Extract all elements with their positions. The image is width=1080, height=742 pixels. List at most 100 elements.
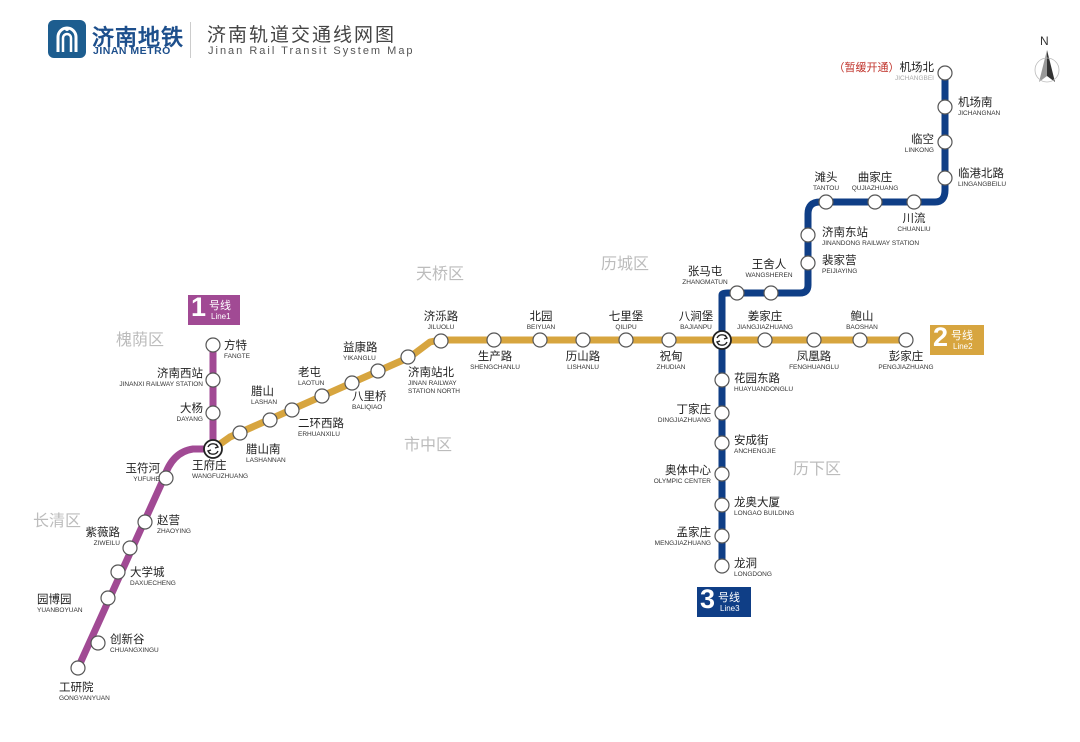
station-daxuecheng[interactable] bbox=[110, 564, 126, 580]
compass-icon bbox=[1034, 50, 1060, 83]
line3-route bbox=[718, 73, 949, 566]
line3-en: Line3 bbox=[720, 604, 740, 613]
station-zhangmatun[interactable] bbox=[729, 285, 745, 301]
station-linkong[interactable] bbox=[937, 134, 953, 150]
line2-number: 2 bbox=[933, 322, 949, 352]
line2-hao: 号线 bbox=[951, 329, 973, 342]
station-tantou[interactable] bbox=[818, 194, 834, 210]
station-peijiaying[interactable] bbox=[800, 255, 816, 271]
station-pengjiazhuang[interactable] bbox=[898, 332, 914, 348]
station-wangsheren[interactable] bbox=[763, 285, 779, 301]
district-tianqiao: 天桥区 bbox=[416, 264, 465, 283]
suspended-note: （暂缓开通） bbox=[833, 61, 900, 74]
station-yuanboyuan[interactable] bbox=[100, 590, 116, 606]
jinan-metro-logo-icon bbox=[48, 20, 86, 58]
station-zhaoying[interactable] bbox=[137, 514, 153, 530]
station-dayang[interactable] bbox=[205, 405, 221, 421]
station-laotun[interactable] bbox=[314, 388, 330, 404]
station-yikanglu[interactable] bbox=[370, 363, 386, 379]
map-title-en: Jinan Rail Transit System Map bbox=[208, 45, 415, 57]
interchange-wangfuzhuang[interactable] bbox=[203, 439, 223, 459]
station-zhudian[interactable] bbox=[661, 332, 677, 348]
station-lishanlu[interactable] bbox=[575, 332, 591, 348]
station-qilipu[interactable] bbox=[618, 332, 634, 348]
station-anchengjie[interactable] bbox=[714, 435, 730, 451]
station-jinanzhanbei[interactable] bbox=[400, 349, 416, 365]
station-longdong[interactable] bbox=[714, 558, 730, 574]
station-lashannan[interactable] bbox=[232, 425, 248, 441]
station-jichangnan[interactable] bbox=[937, 99, 953, 115]
station-ziweilu[interactable] bbox=[122, 540, 138, 556]
compass-north-label: N bbox=[1040, 34, 1049, 48]
district-shizhong: 市中区 bbox=[404, 435, 453, 454]
line1-route bbox=[74, 341, 217, 672]
station-baliqiao[interactable] bbox=[344, 375, 360, 391]
brand-name: 济南地铁 bbox=[92, 26, 185, 51]
station-jichangbei[interactable] bbox=[937, 65, 953, 81]
station-qujiazhuang[interactable] bbox=[867, 194, 883, 210]
station-dingjiazhuang[interactable] bbox=[714, 405, 730, 421]
station-fenghuanglu[interactable] bbox=[806, 332, 822, 348]
line3-hao: 号线 bbox=[718, 591, 740, 604]
station-mengjiazhuang[interactable] bbox=[714, 528, 730, 544]
station-huayuandonglu[interactable] bbox=[714, 372, 730, 388]
station-chuanliu[interactable] bbox=[906, 194, 922, 210]
station-beiyuan[interactable] bbox=[532, 332, 548, 348]
station-jiluolu[interactable] bbox=[433, 333, 449, 349]
station-chuangxingu[interactable] bbox=[90, 635, 106, 651]
station-lashan[interactable] bbox=[262, 412, 278, 428]
line3-badge[interactable]: 3 号线 Line3 bbox=[697, 584, 751, 617]
district-licheng: 历城区 bbox=[601, 254, 650, 273]
station-shengchanlu[interactable] bbox=[486, 332, 502, 348]
station-jiangjiazhuang[interactable] bbox=[757, 332, 773, 348]
station-yufuhe[interactable] bbox=[158, 470, 174, 486]
line1-badge[interactable]: 1 号线 Line1 bbox=[188, 292, 240, 325]
station-fangte[interactable] bbox=[205, 337, 221, 353]
station-gongyanyuan[interactable] bbox=[70, 660, 86, 676]
line2-badge[interactable]: 2 号线 Line2 bbox=[930, 322, 984, 355]
station-lingangbeilu[interactable] bbox=[937, 170, 953, 186]
interchange-bajianpu[interactable] bbox=[712, 330, 732, 350]
line3-number: 3 bbox=[700, 584, 716, 614]
station-aotizhongxin[interactable] bbox=[714, 466, 730, 482]
header-divider bbox=[190, 22, 191, 58]
station-longaodasha[interactable] bbox=[714, 497, 730, 513]
station-baoshan[interactable] bbox=[852, 332, 868, 348]
station-erhuanxilu[interactable] bbox=[284, 402, 300, 418]
station-jinandongzhan[interactable] bbox=[800, 227, 816, 243]
district-lixia: 历下区 bbox=[793, 459, 842, 478]
brand-name-en: JINAN METRO bbox=[93, 45, 171, 57]
station-jinanxi[interactable] bbox=[205, 372, 221, 388]
